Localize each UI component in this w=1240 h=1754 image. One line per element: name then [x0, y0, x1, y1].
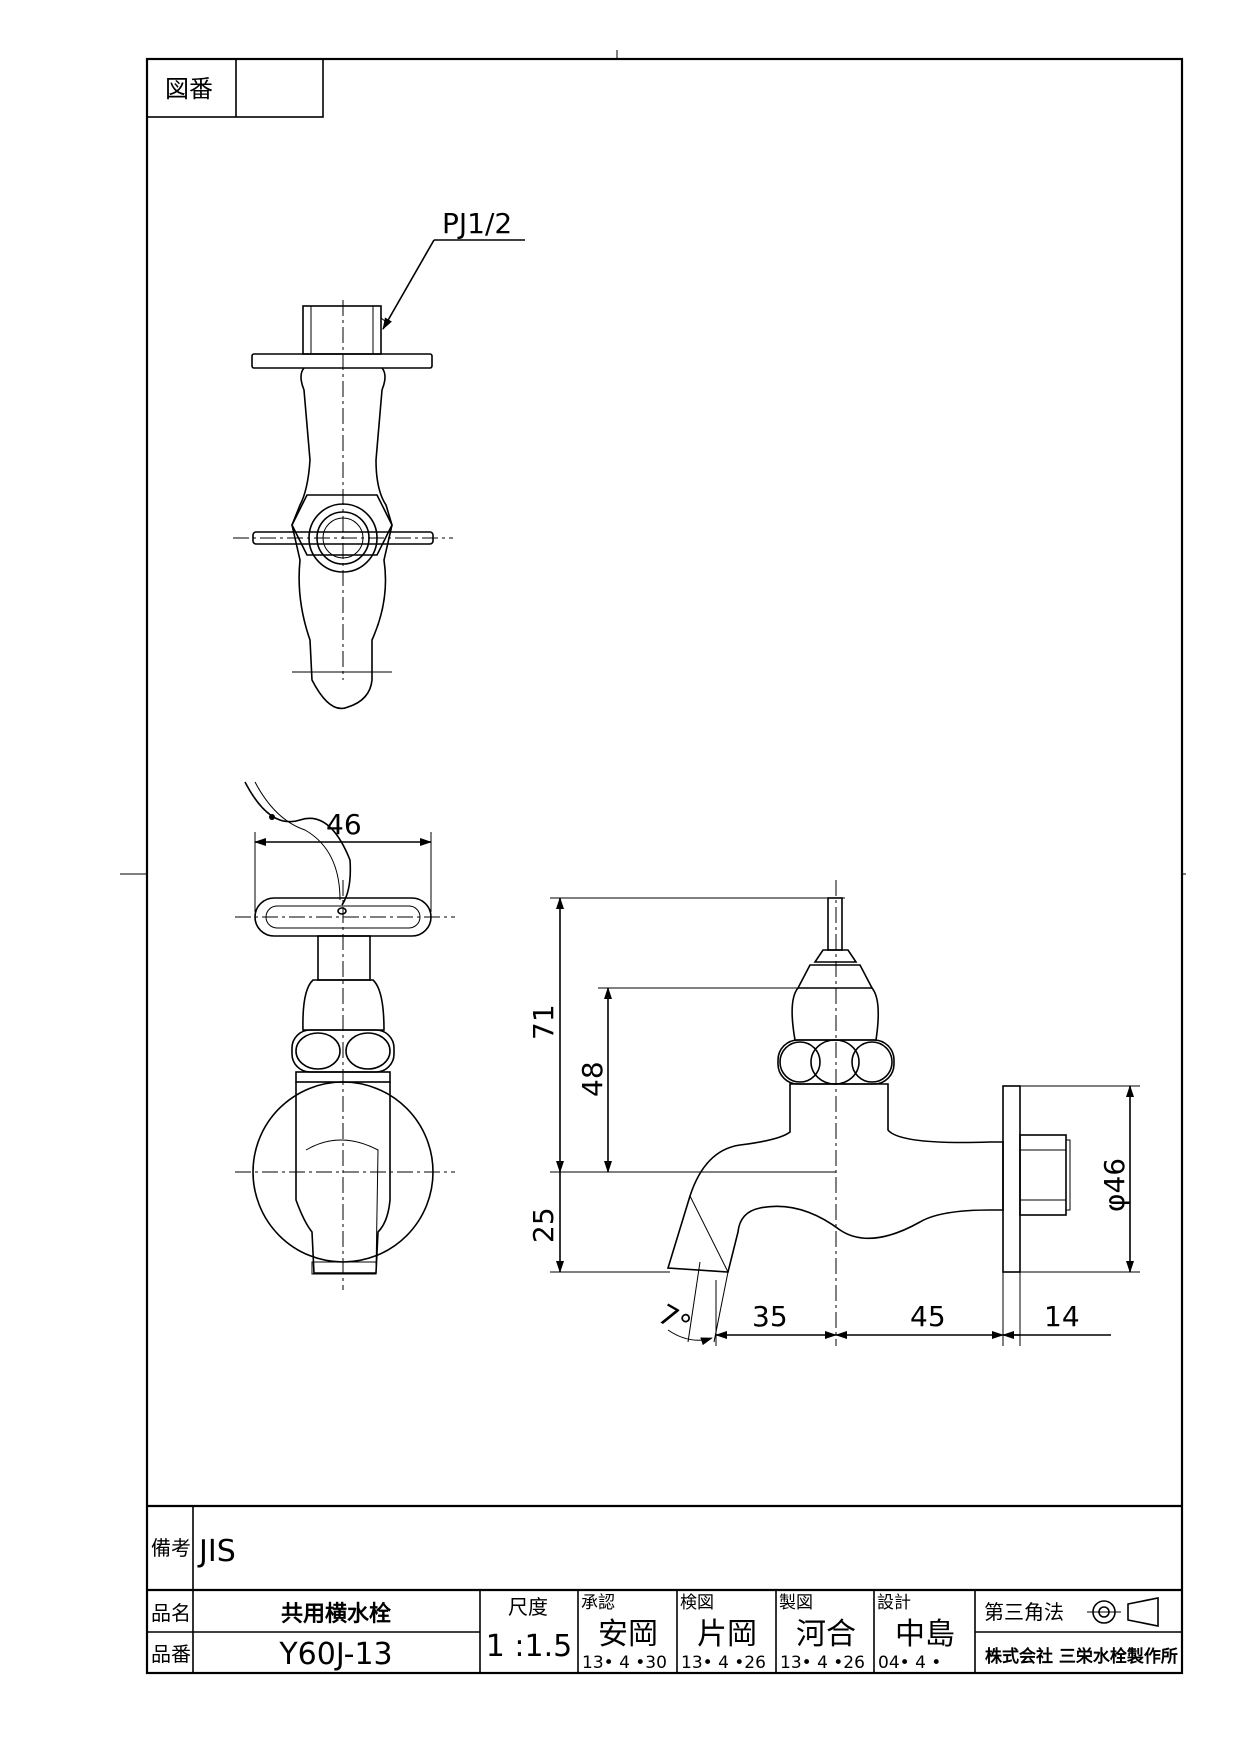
drawing-number-label: 図番 [165, 75, 213, 103]
height-spout-dim: 25 [527, 1207, 560, 1243]
approval-date-2: 13• 4 •26 [780, 1653, 865, 1673]
title-block: 備考 JIS 品名 共用横水栓 品番 Y60J-13 尺度 1 :1.5 承認 … [147, 1504, 1182, 1673]
dim-body: 45 [910, 1300, 946, 1333]
thread-spec-label: PJ1/2 [442, 207, 512, 240]
flange-dia-dim: φ46 [1098, 1158, 1131, 1212]
approval-name-1: 片岡 [697, 1617, 757, 1652]
key-width-dim: 46 [326, 808, 362, 841]
product-name-label: 品名 [151, 1601, 191, 1625]
dim-spout: 35 [752, 1300, 788, 1333]
approval-role-3: 設計 [877, 1593, 911, 1613]
scale-value: 1 :1.5 [486, 1629, 572, 1664]
sheet-frame [120, 50, 1186, 1675]
product-no-label: 品番 [151, 1642, 191, 1666]
projection-label: 第三角法 [984, 1600, 1064, 1624]
height-total-dim: 71 [527, 1004, 560, 1040]
dim-flange: 14 [1044, 1300, 1080, 1333]
approval-name-2: 河合 [796, 1617, 856, 1652]
product-name-value: 共用横水栓 [281, 1602, 391, 1627]
height-handle-dim: 48 [576, 1061, 609, 1097]
approval-name-0: 安岡 [598, 1617, 658, 1652]
side-view: 71 48 25 φ46 [527, 880, 1140, 1346]
approval-role-2: 製図 [779, 1593, 813, 1613]
remarks-value: JIS [197, 1534, 236, 1569]
spout-angle-dim: 7° [653, 1297, 697, 1341]
approval-role-0: 承認 [581, 1593, 615, 1613]
approval-name-3: 中島 [895, 1617, 955, 1652]
product-no-value: Y60J-13 [278, 1637, 392, 1672]
approval-date-3: 04• 4 • [878, 1653, 941, 1673]
approval-date-1: 13• 4 •26 [681, 1653, 766, 1673]
remarks-label: 備考 [151, 1536, 191, 1560]
approval-date-0: 13• 4 •30 [582, 1653, 667, 1673]
approval-role-1: 検図 [680, 1593, 714, 1613]
drawing-number-box: 図番 [146, 58, 324, 118]
company-name: 株式会社 三栄水栓製作所 [985, 1646, 1178, 1667]
scale-label: 尺度 [508, 1595, 548, 1619]
top-view: PJ1/2 [233, 207, 525, 710]
third-angle-projection-icon [1087, 1597, 1159, 1627]
front-view: 46 [235, 781, 455, 1290]
